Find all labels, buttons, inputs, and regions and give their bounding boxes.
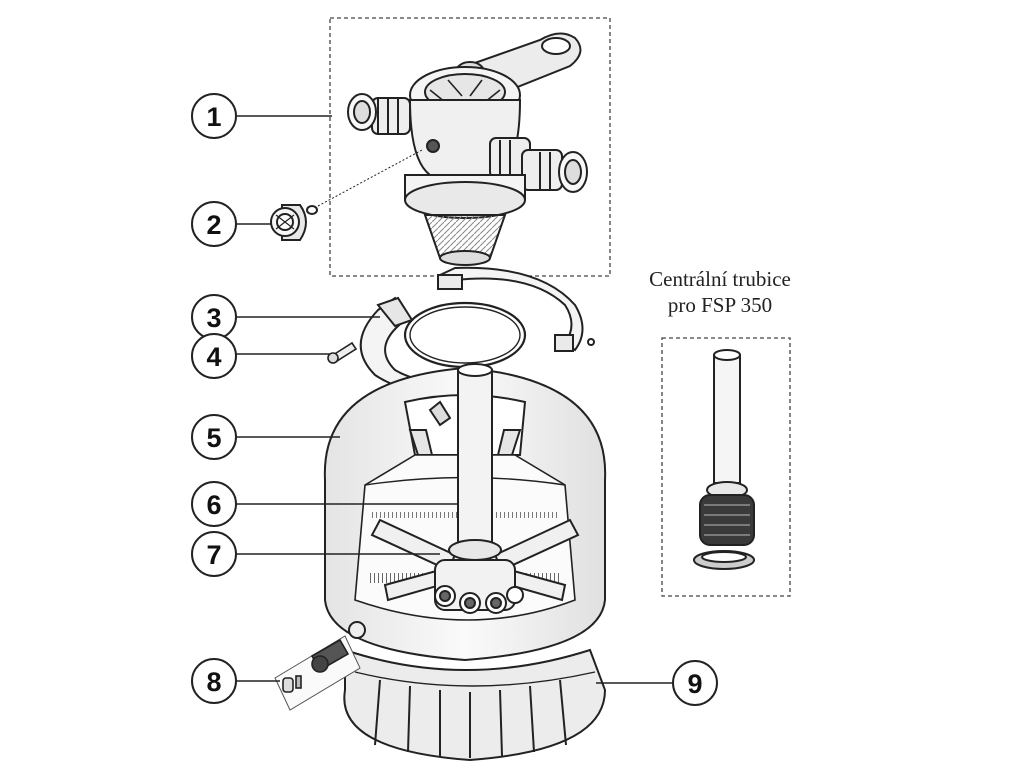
callout-8: 8: [191, 658, 237, 704]
inset-caption-line1: Centrální trubice: [649, 267, 791, 291]
callout-4: 4: [191, 333, 237, 379]
callout-1-number: 1: [206, 102, 221, 132]
callout-9-number: 9: [687, 669, 702, 699]
callout-2-number: 2: [206, 210, 221, 240]
callout-8-number: 8: [206, 667, 221, 697]
callout-3: 3: [191, 294, 237, 340]
drain-plug: [274, 635, 361, 711]
pressure-gauge: [270, 149, 423, 241]
callout-9: 9: [672, 660, 718, 706]
inset-caption: Centrální trubice pro FSP 350: [600, 266, 840, 318]
inset-caption-line2: pro FSP 350: [667, 293, 773, 317]
callout-5-number: 5: [206, 423, 221, 453]
clamp-screw: [327, 341, 358, 364]
callout-2: 2: [191, 201, 237, 247]
leader-lines: [236, 115, 673, 684]
callout-7: 7: [191, 531, 237, 577]
valve-inset-frame: [329, 17, 611, 277]
callout-6-number: 6: [206, 490, 221, 520]
callout-7-number: 7: [206, 540, 221, 570]
callout-4-number: 4: [206, 342, 221, 372]
callout-1: 1: [191, 93, 237, 139]
pipe-inset-frame: [661, 337, 791, 597]
callout-5: 5: [191, 414, 237, 460]
tank-base: [343, 648, 607, 762]
multiport-valve: [347, 32, 588, 266]
callout-3-number: 3: [206, 303, 221, 333]
central-pipe: [428, 363, 493, 551]
inset-central-pipe: [693, 349, 755, 570]
lateral-hub: [370, 518, 580, 614]
callout-6: 6: [191, 481, 237, 527]
